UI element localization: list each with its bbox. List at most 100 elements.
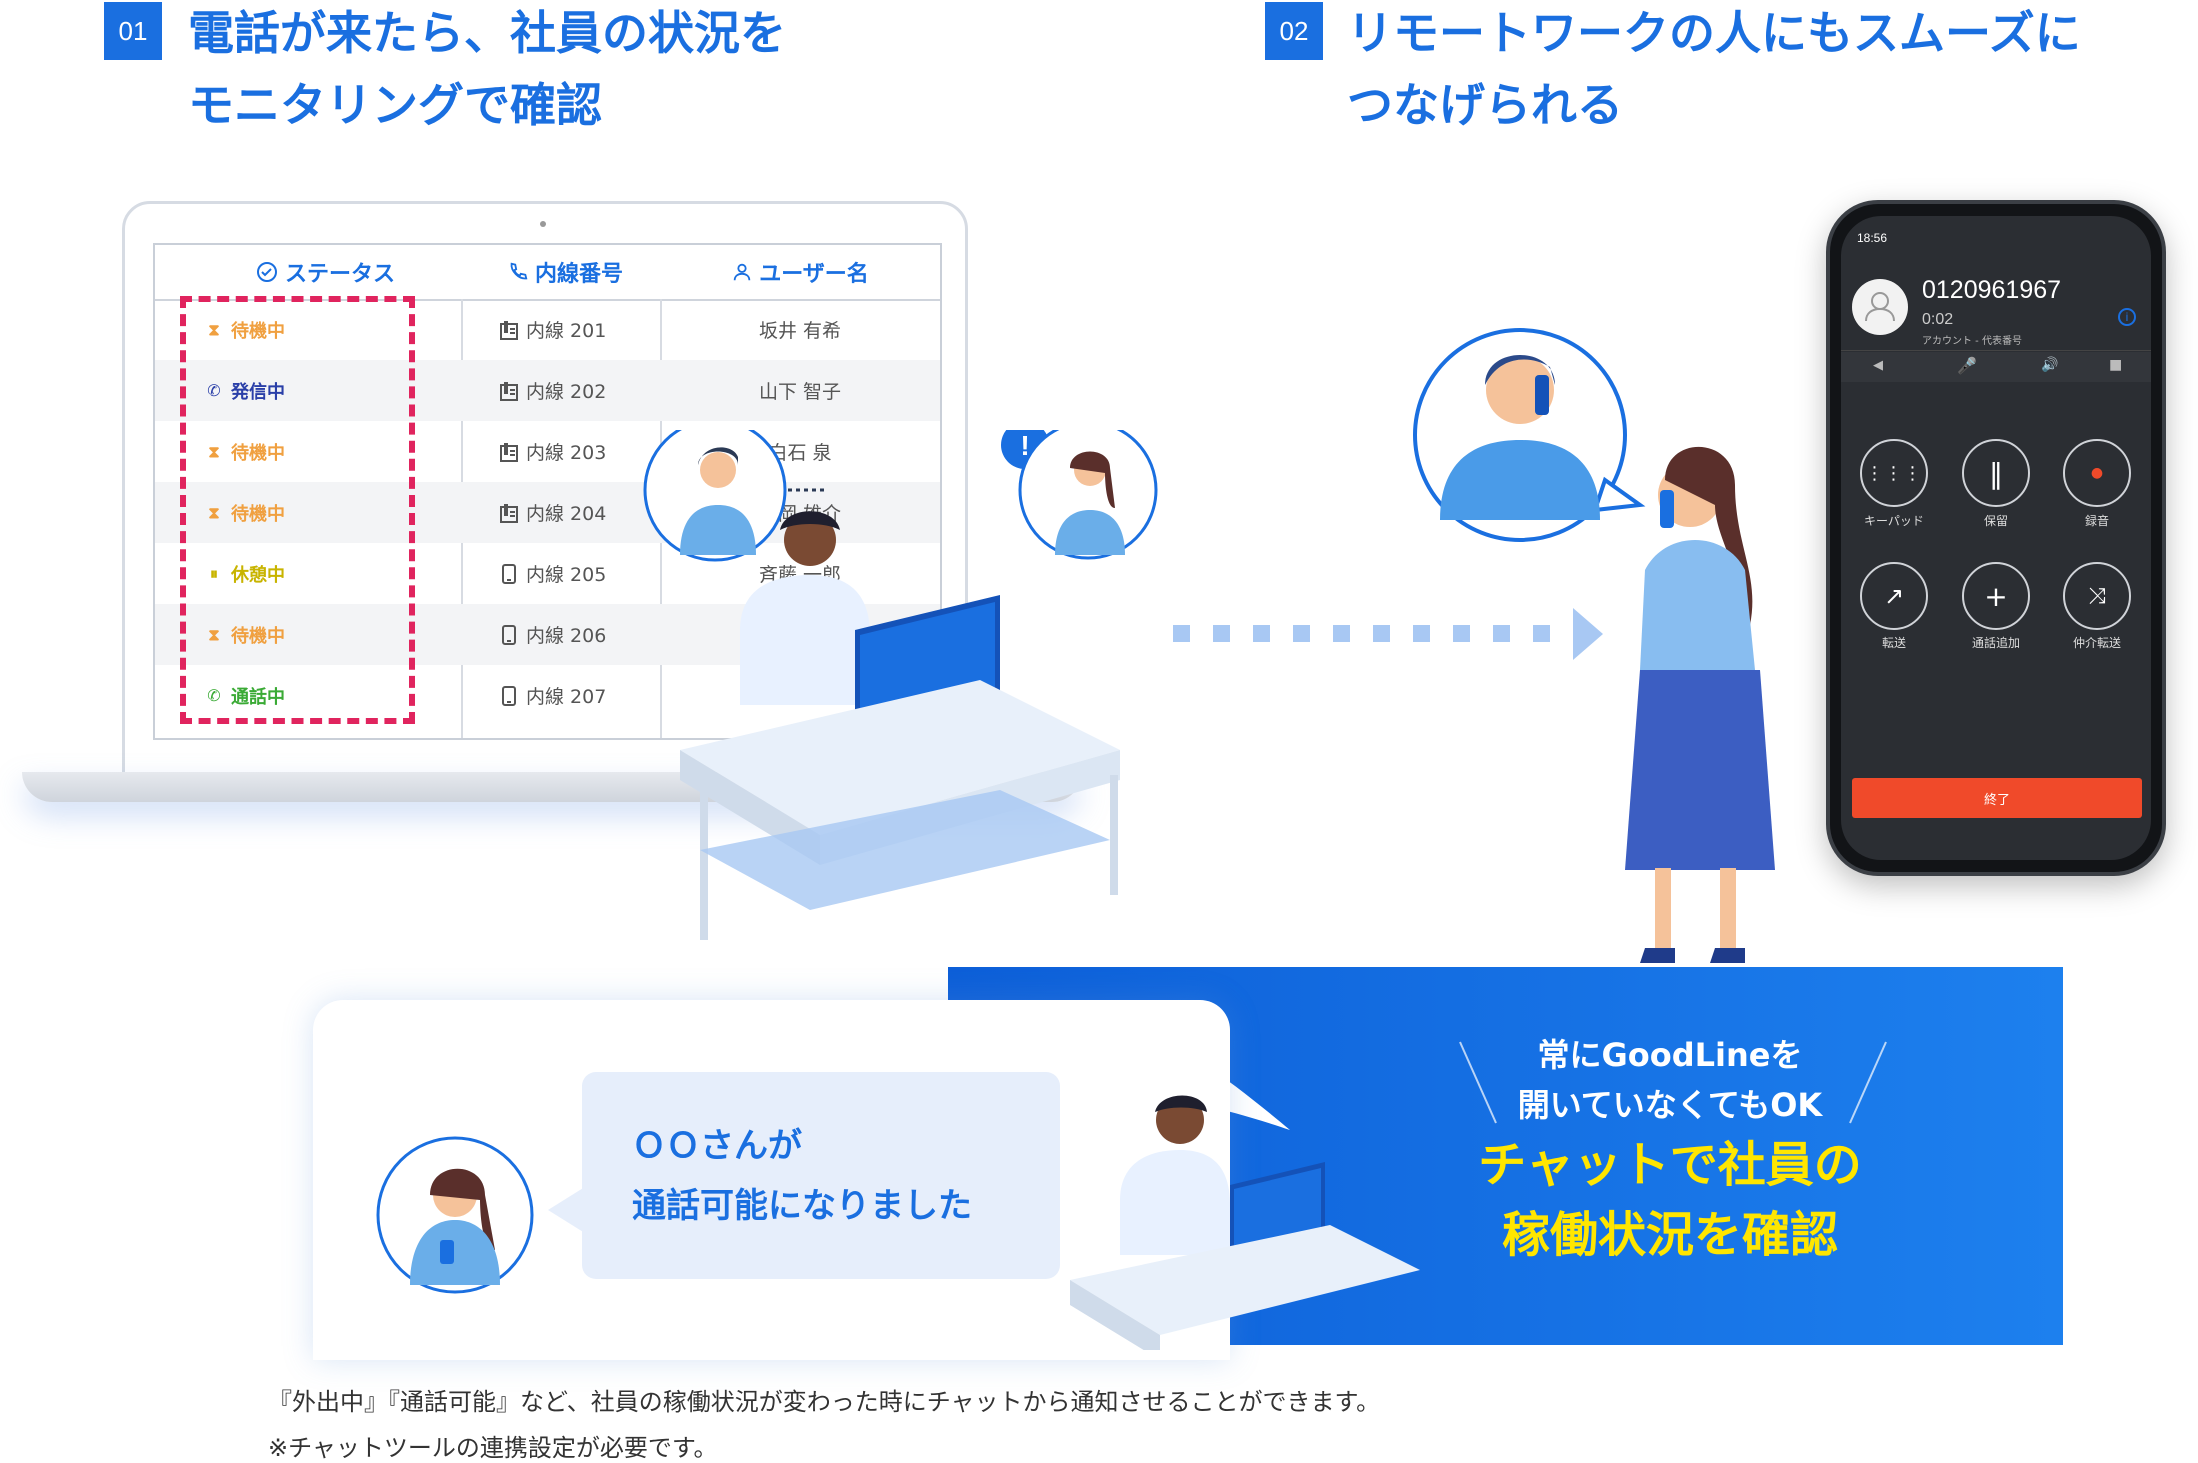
hold-label: 保留 — [1983, 514, 2008, 528]
speaker-left-icon[interactable]: ◀ — [1873, 358, 1883, 373]
account-label: アカウント - 代表番号 — [1922, 336, 2022, 347]
hourglass-icon: ⧗ — [208, 624, 220, 644]
section-01-title-line1: 電話が来たら、社員の状況を — [188, 6, 786, 60]
transfer-icon: ↗ — [1883, 582, 1905, 610]
laptop-camera — [540, 221, 546, 227]
transfer-button[interactable]: ↗ — [1860, 562, 1928, 630]
extension-label: 内線 204 — [526, 503, 607, 525]
mute-icon[interactable]: 🎤 — [1957, 356, 1977, 375]
status-cell: ✆通話中 — [205, 665, 285, 726]
status-label: 休憩中 — [231, 564, 285, 586]
video-icon[interactable]: ■ — [2109, 357, 2123, 373]
mediated-transfer-icon: ⤨ — [2088, 583, 2106, 609]
keypad-label: キーパッド — [1864, 514, 1924, 528]
chat-message: ＯＯさんが 通話可能になりました — [632, 1116, 972, 1236]
arrow-dash — [1293, 625, 1310, 642]
extension-label: 内線 206 — [526, 625, 607, 647]
phone-outgoing-icon: ✆ — [207, 381, 221, 400]
svg-text:!: ! — [1020, 430, 1029, 461]
keypad-button[interactable]: ⋮⋮⋮ — [1860, 439, 1928, 507]
call-duration: 0:02 — [1922, 311, 1954, 328]
info-icon[interactable]: i — [2118, 308, 2136, 326]
phone-icon — [510, 262, 528, 280]
arrow-dash — [1493, 625, 1510, 642]
status-cell: ⧗ 待機中 — [205, 604, 285, 665]
promo-subtitle: 常にGoodLineを 開いていなくてもOK — [1430, 1030, 1910, 1130]
phone-number: 0120961967 — [1922, 276, 2062, 304]
desk-phone-icon — [500, 442, 518, 462]
add-call-button[interactable]: + — [1962, 562, 2030, 630]
promo-headline: チャットで社員の 稼働状況を確認 — [1400, 1130, 1940, 1270]
username-cell: 山下 智子 — [758, 381, 842, 403]
pause-icon: ⏸ — [209, 563, 218, 583]
header-extension: 内線番号 — [475, 245, 655, 299]
header-status: ステータス — [175, 245, 475, 299]
end-call-button[interactable]: 終了 — [1852, 778, 2142, 818]
section-02-title-line1: リモートワークの人にもスムーズに — [1347, 6, 2081, 60]
mobile-phone-icon — [502, 563, 516, 584]
status-cell: ⧗ 待機中 — [205, 421, 285, 482]
hold-icon: ‖ — [1989, 456, 2003, 490]
phone-status-time: 18:56 — [1857, 231, 1888, 245]
section-02-number: 02 — [1265, 2, 1323, 60]
arrow-dash — [1373, 625, 1390, 642]
desk-worker-small-illustration — [1070, 1095, 1420, 1350]
mobile-phone-icon — [502, 624, 516, 645]
section-02-title-line2: つなげられる — [1347, 78, 1623, 132]
table-header: ステータス 内線番号 ユーザー名 — [155, 245, 940, 301]
transfer-label: 転送 — [1881, 636, 1906, 650]
status-cell: ⧗待機中 — [205, 299, 285, 360]
table-row: ✆通話中 内線 207 — [155, 665, 940, 726]
bubble-tail — [548, 1185, 588, 1235]
status-label: 発信中 — [231, 381, 285, 403]
hourglass-icon: ⧗ — [208, 441, 220, 461]
table-row: ✆ 発信中 内線 202 山下 智子 — [155, 360, 940, 421]
arrow-head-icon — [1573, 608, 1603, 660]
extension-cell: 内線 206 — [500, 604, 606, 665]
chat-avatar — [376, 1136, 534, 1294]
arrow-dash — [1413, 625, 1430, 642]
desk-phone-icon — [500, 381, 518, 401]
hold-button[interactable]: ‖ — [1962, 439, 2030, 507]
promo-headline-line2: 稼働状況を確認 — [1501, 1207, 1838, 1263]
status-cell: ⧗待機中 — [205, 482, 285, 543]
check-circle-icon — [256, 262, 277, 282]
user-icon — [733, 263, 751, 281]
arrow-dash — [1173, 625, 1190, 642]
extension-label: 内線 207 — [526, 686, 607, 708]
section-01-number: 01 — [104, 2, 162, 60]
arrow-dash — [1453, 625, 1470, 642]
status-label: 待機中 — [231, 503, 285, 525]
desk-worker-illustration: ! — [643, 430, 1158, 940]
extension-label: 内線 205 — [526, 564, 607, 586]
extension-cell: 内線 203 — [500, 421, 606, 482]
record-icon: ● — [2090, 465, 2104, 481]
slash-right-decoration — [1849, 1041, 1887, 1124]
username-cell: 坂井 有希 — [758, 320, 842, 342]
record-button[interactable]: ● — [2063, 439, 2131, 507]
extension-label: 内線 202 — [526, 381, 607, 403]
chat-message-line1: ＯＯさんが — [632, 1126, 802, 1166]
status-label: 通話中 — [231, 686, 285, 708]
slash-left-decoration — [1459, 1041, 1497, 1124]
keypad-icon: ⋮⋮⋮ — [1865, 462, 1923, 484]
status-highlight-box — [180, 296, 415, 724]
extension-cell: 内線 202 — [500, 360, 606, 421]
extension-cell: 内線 204 — [500, 482, 606, 543]
status-label: 待機中 — [231, 442, 285, 464]
speaker-icon[interactable]: 🔊 — [2041, 357, 2059, 373]
promo-subtitle-line2: 開いていなくてもOK — [1517, 1086, 1823, 1124]
add-call-icon: + — [1984, 579, 2008, 613]
chat-message-line2: 通話可能になりました — [632, 1186, 972, 1226]
extension-label: 内線 203 — [526, 442, 607, 464]
chat-bubble — [582, 1072, 1060, 1279]
note-line1: 『外出中』『通話可能』など、社員の稼働状況が変わった時にチャットから通知させるこ… — [268, 1388, 1381, 1416]
promo-subtitle-line1: 常にGoodLineを — [1537, 1036, 1803, 1074]
status-cell: ⏸ 休憩中 — [205, 543, 285, 604]
audio-controls: ◀ 🎤 🔊 ■ — [1841, 352, 2151, 382]
status-label: 待機中 — [231, 320, 285, 342]
mediated-transfer-button[interactable]: ⤨ — [2063, 562, 2131, 630]
status-label: 待機中 — [231, 625, 285, 647]
